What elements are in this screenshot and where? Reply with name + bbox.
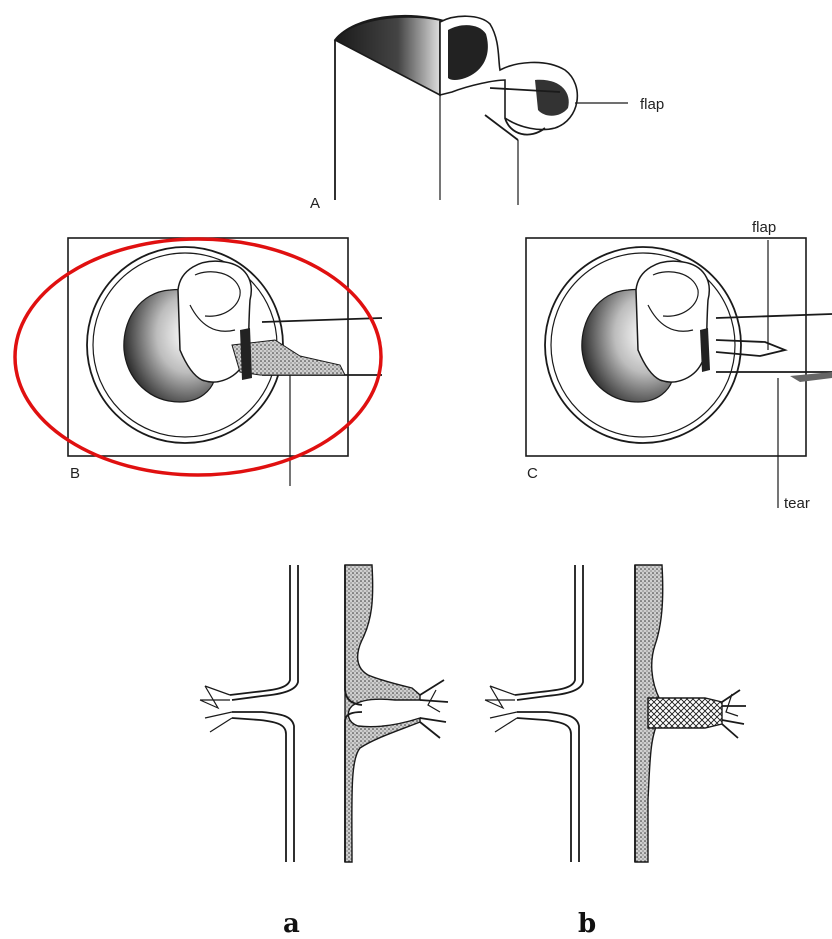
- panel-c-channel: [636, 261, 709, 382]
- panel-a-small-vessel: [200, 565, 448, 862]
- panel-c-flap: [716, 340, 785, 356]
- panel-c-label: C: [527, 465, 538, 482]
- panel-b-small-vessel: [485, 565, 746, 862]
- aorta-opening: [335, 17, 440, 95]
- panel-a-label: A: [310, 195, 320, 212]
- panel-a-thickened-wall: [345, 565, 420, 862]
- panel-c-tear-label: tear: [784, 495, 810, 512]
- stent-mesh: [648, 698, 722, 728]
- panel-b-small-label: b: [578, 909, 596, 939]
- panel-c-branch-top: [716, 314, 832, 318]
- panel-c-illustration: [526, 238, 832, 508]
- panel-c-flap-label: flap: [752, 219, 776, 236]
- panel-b-label: B: [70, 465, 80, 482]
- panel-b-illustration: [68, 238, 382, 486]
- panel-a-small-label: a: [283, 909, 300, 939]
- panel-a-illustration: [335, 16, 628, 205]
- panel-a-flap-label: flap: [640, 96, 664, 113]
